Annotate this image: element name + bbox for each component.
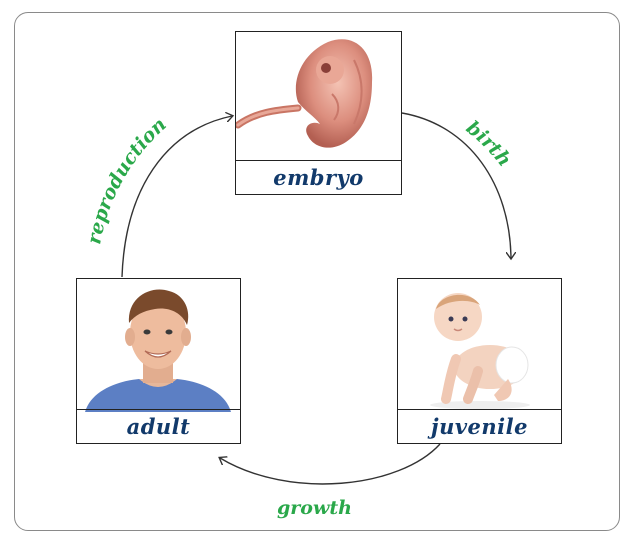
man-image — [77, 279, 240, 412]
card-embryo: embryo — [235, 31, 402, 195]
arrow-growth — [220, 444, 440, 484]
label-birth: birth — [462, 117, 516, 171]
stage-label-adult: adult — [77, 409, 240, 443]
stage-label-embryo: embryo — [236, 160, 401, 194]
baby-image — [398, 279, 561, 412]
card-juvenile: juvenile — [397, 278, 562, 444]
label-growth: growth — [277, 497, 352, 519]
embryo-image — [236, 32, 401, 163]
stage-label-juvenile: juvenile — [398, 409, 561, 443]
card-adult: adult — [76, 278, 241, 444]
label-reproduction: reproduction — [83, 114, 170, 246]
